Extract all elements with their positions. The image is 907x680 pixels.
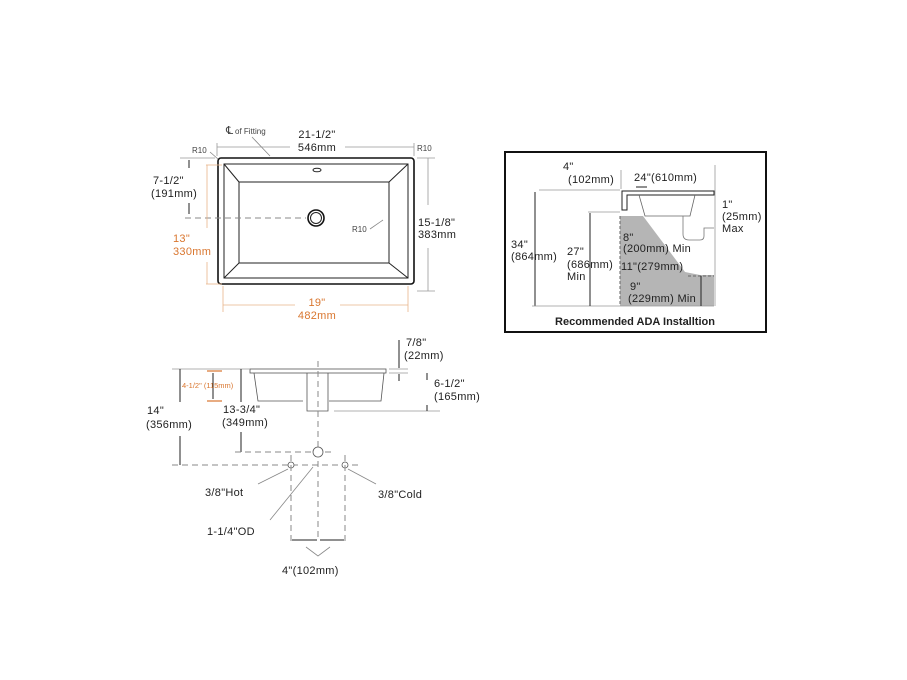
- ada-height-inches: 34": [511, 239, 528, 251]
- ada-toe-inches: 9": [630, 281, 641, 293]
- ada-title: Recommended ADA Installtion: [555, 316, 715, 328]
- drain-inner-icon: [310, 212, 322, 224]
- ada-rim-note: Max: [722, 223, 744, 235]
- width-mm: 546mm: [298, 142, 336, 154]
- ada-rim-mm: (25mm): [722, 211, 762, 223]
- bevel-line: [388, 163, 409, 183]
- ada-installation-panel: 4" (102mm) 24"(610mm) 1" (25mm) Max 34" …: [504, 151, 767, 333]
- overflow-hole-icon: [312, 167, 322, 173]
- drain-icon: [307, 209, 325, 227]
- ada-knee-depth-mm: (200mm) Min: [623, 243, 691, 255]
- supply-spacing-label: 4"(102mm): [282, 565, 339, 577]
- ada-knee-note: Min: [567, 271, 586, 283]
- bowl-depth-mm: 330mm: [173, 246, 211, 258]
- corner-radius-right: R10: [417, 144, 432, 153]
- bevel-line: [388, 262, 409, 279]
- inner-radius-label: R10: [352, 225, 367, 234]
- sink-inner-rim: [223, 163, 409, 279]
- rim-thickness-inches: 7/8": [406, 337, 426, 349]
- top-view: 21-1/2" 546mm ℄ of Fitting R10 R10 R10 7…: [151, 125, 456, 322]
- bowl-depth-inches: 13": [173, 233, 190, 245]
- ada-toe-mm: (229mm) Min: [628, 293, 696, 305]
- knee-clearance-area: [620, 216, 714, 306]
- centerline-symbol: ℄: [225, 125, 233, 137]
- overall-height-inches: 14": [147, 405, 164, 417]
- ada-counter-depth: 24"(610mm): [634, 172, 697, 184]
- sink-bowl-floor: [238, 181, 390, 264]
- ada-knee-mm: (686mm): [567, 259, 613, 271]
- depth-inches: 15-1/8": [418, 217, 455, 229]
- inner-depth-label: 4-1/2" (115mm): [182, 381, 234, 390]
- ada-height-mm: (864mm): [511, 251, 557, 263]
- ada-toe-depth: 11"(279mm): [621, 261, 683, 273]
- hot-supply-label: 3/8"Hot: [205, 487, 243, 499]
- drain-height-inches: 13-3/4": [223, 404, 260, 416]
- bowl-height-inches: 6-1/2": [434, 378, 465, 390]
- bevel-line: [223, 262, 240, 279]
- width-inches: 21-1/2": [298, 129, 335, 141]
- ada-knee-inches: 27": [567, 246, 584, 258]
- bowl-height-mm: (165mm): [434, 391, 480, 403]
- countertop: [621, 190, 715, 211]
- bowl-width-inches: 19": [308, 297, 325, 309]
- ada-rim-inches: 1": [722, 199, 733, 211]
- corner-radius-left: R10: [192, 146, 207, 155]
- bevel-line: [223, 163, 240, 183]
- overall-height-mm: (356mm): [146, 419, 192, 431]
- drain-od-label: 1-1/4"OD: [207, 526, 255, 538]
- bowl-width-mm: 482mm: [298, 310, 336, 322]
- rim-thickness-mm: (22mm): [404, 350, 444, 362]
- ada-knee-depth-inches: 8": [623, 232, 634, 244]
- depth-mm: 383mm: [418, 229, 456, 241]
- drain-offset-mm: (191mm): [151, 188, 197, 200]
- ada-setback-mm: (102mm): [568, 174, 614, 186]
- drain-outlet-icon: [312, 446, 324, 458]
- ada-setback-inches: 4": [563, 161, 574, 173]
- side-view: 7/8" (22mm) 6-1/2" (165mm) 4-1/2" (115mm…: [146, 337, 480, 577]
- drain-offset-inches: 7-1/2": [153, 175, 184, 187]
- drain-height-mm: (349mm): [222, 417, 268, 429]
- centerline-label: of Fitting: [235, 127, 266, 136]
- cold-supply-label: 3/8"Cold: [378, 489, 422, 501]
- sink-outer-rim: [217, 157, 415, 285]
